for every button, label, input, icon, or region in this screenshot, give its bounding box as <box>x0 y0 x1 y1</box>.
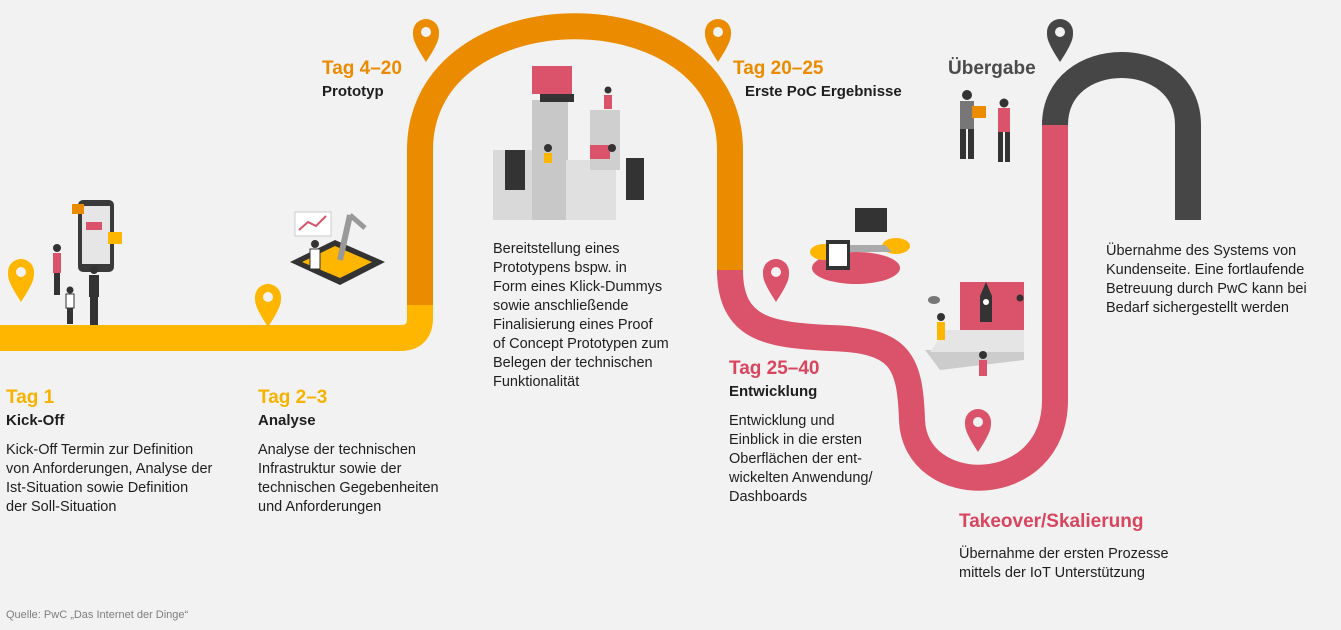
stage-description: Übernahme der ersten Prozesse mittels de… <box>959 546 1169 581</box>
stage-title: Tag 1 <box>6 387 55 408</box>
stage-takeover: Takeover/Skalierung Übernahme der ersten… <box>959 511 1219 583</box>
stage-prototyp-description: Bereitstellung eines Prototypens bspw. i… <box>493 241 669 390</box>
stage-prototyp: Tag 4–20 Prototyp <box>322 58 482 102</box>
uebergabe-illustration <box>960 90 1010 162</box>
stage-uebergabe-description: Übernahme des Systems von Kundenseite. E… <box>1106 243 1307 316</box>
entwicklung-illustration <box>925 282 1024 376</box>
pin-icon-entwicklung <box>763 259 789 302</box>
stage-analyse: Tag 2–3 Analyse Analyse der technischen … <box>258 387 478 517</box>
road-segment-orange <box>407 13 743 305</box>
stage-description: Entwicklung und Einblick in die ersten O… <box>729 413 873 505</box>
stage-subtitle: Erste PoC Ergebnisse <box>745 83 902 100</box>
stage-subtitle: Entwicklung <box>729 383 818 400</box>
stage-uebergabe-title: Übergabe <box>948 58 1068 80</box>
stage-title: Tag 25–40 <box>729 358 820 379</box>
pin-icon-prototyp <box>413 19 439 62</box>
stage-subtitle: Analyse <box>258 412 316 429</box>
stage-poc: Tag 20–25 Erste PoC Ergebnisse <box>733 58 953 102</box>
stage-title: Tag 20–25 <box>733 58 824 79</box>
stage-title: Übergabe <box>948 58 1036 79</box>
stage-subtitle: Prototyp <box>322 83 384 100</box>
pin-icon-uebergabe <box>1047 19 1073 62</box>
pin-icon-poc <box>705 19 731 62</box>
analyse-illustration <box>290 211 385 285</box>
stage-title: Tag 2–3 <box>258 387 328 408</box>
road-segment-pink <box>717 120 1068 491</box>
pin-icon-analyse <box>255 284 281 327</box>
stage-description: Kick-Off Termin zur Definition von Anfor… <box>6 442 213 515</box>
road-segment-yellow <box>0 300 433 351</box>
stage-title: Takeover/Skalierung <box>959 511 1144 532</box>
road-segment-dark <box>1042 52 1201 220</box>
stage-title: Tag 4–20 <box>322 58 402 79</box>
pin-icon-takeover <box>965 409 991 452</box>
poc-illustration <box>810 208 910 284</box>
stage-entwicklung: Tag 25–40 Entwicklung Entwicklung und Ei… <box>729 358 919 507</box>
pin-icon-kickoff <box>8 259 34 302</box>
stage-subtitle: Kick-Off <box>6 412 65 429</box>
kickoff-illustration <box>53 200 122 325</box>
source-note: Quelle: PwC „Das Internet der Dinge“ <box>6 609 189 621</box>
stage-description: Analyse der technischen Infrastruktur so… <box>258 442 439 515</box>
stage-kickoff: Tag 1 Kick-Off Kick-Off Termin zur Defin… <box>6 387 246 517</box>
prototyp-illustration <box>493 66 644 220</box>
